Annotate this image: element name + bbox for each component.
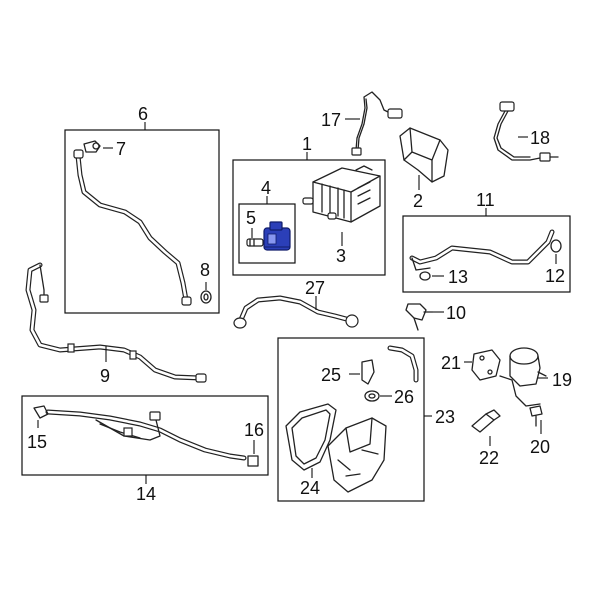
callout-13[interactable]: 13	[448, 267, 468, 287]
part-20-bolt[interactable]	[529, 405, 543, 427]
callout-18[interactable]: 18	[530, 128, 550, 148]
callout-21[interactable]: 21	[441, 353, 461, 373]
callout-26[interactable]: 26	[394, 387, 414, 407]
part-2-bracket[interactable]	[399, 127, 449, 183]
part-17-sensor-harness[interactable]	[351, 91, 403, 156]
callout-14[interactable]: 14	[136, 484, 156, 504]
part-18-sensor[interactable]	[493, 101, 559, 162]
part-14-tube-assembly[interactable]	[45, 409, 247, 461]
callout-10[interactable]: 10	[446, 303, 466, 323]
part-24-gasket[interactable]	[285, 403, 337, 471]
part-16-clip[interactable]	[247, 455, 259, 467]
callout-1[interactable]: 1	[302, 134, 312, 154]
callout-17[interactable]: 17	[321, 110, 341, 130]
part-13-clip[interactable]	[419, 271, 431, 281]
callout-15[interactable]: 15	[27, 432, 47, 452]
callout-20[interactable]: 20	[530, 437, 550, 457]
callout-3[interactable]: 3	[336, 246, 346, 266]
part-19-valve[interactable]	[499, 347, 547, 407]
callout-4[interactable]: 4	[261, 178, 271, 198]
part-7-connector[interactable]	[83, 140, 101, 153]
callout-9[interactable]: 9	[100, 366, 110, 386]
callout-5[interactable]: 5	[246, 208, 256, 228]
callout-24[interactable]: 24	[300, 478, 320, 498]
callout-7[interactable]: 7	[116, 139, 126, 159]
group-box-6	[64, 129, 220, 314]
part-3-evap-canister[interactable]	[302, 165, 381, 223]
callout-16[interactable]: 16	[244, 420, 264, 440]
part-8-clip[interactable]	[200, 290, 212, 304]
callout-22[interactable]: 22	[479, 448, 499, 468]
group-box-1	[232, 159, 386, 276]
part-11-tube[interactable]	[409, 229, 555, 271]
callout-11[interactable]: 11	[476, 190, 495, 210]
part-27-hose[interactable]	[233, 295, 359, 329]
part-6-fuel-tube[interactable]	[73, 149, 192, 306]
part-25-fitting[interactable]	[361, 359, 375, 385]
callout-19[interactable]: 19	[552, 370, 572, 390]
callout-12[interactable]: 12	[545, 266, 565, 286]
part-23-hose[interactable]	[387, 345, 419, 383]
part-15-connector[interactable]	[33, 405, 49, 419]
part-12-cap[interactable]	[550, 239, 562, 253]
part-26-grommet[interactable]	[364, 390, 380, 402]
callout-2[interactable]: 2	[413, 191, 423, 211]
part-23-cover[interactable]	[327, 417, 387, 493]
part-4-purge-valve[interactable]	[263, 221, 291, 251]
callout-23[interactable]: 23	[435, 407, 455, 427]
group-box-23	[277, 337, 425, 502]
callout-27[interactable]: 27	[305, 278, 325, 298]
part-5-valve-fitting[interactable]	[246, 238, 264, 247]
callout-6[interactable]: 6	[138, 104, 148, 124]
part-9-tube[interactable]	[25, 262, 207, 383]
part-22-sensor[interactable]	[471, 409, 501, 433]
part-10-fitting[interactable]	[405, 303, 433, 331]
part-21-gasket[interactable]	[471, 349, 501, 381]
callout-25[interactable]: 25	[321, 365, 341, 385]
callout-8[interactable]: 8	[200, 260, 210, 280]
group-box-14	[21, 395, 269, 476]
